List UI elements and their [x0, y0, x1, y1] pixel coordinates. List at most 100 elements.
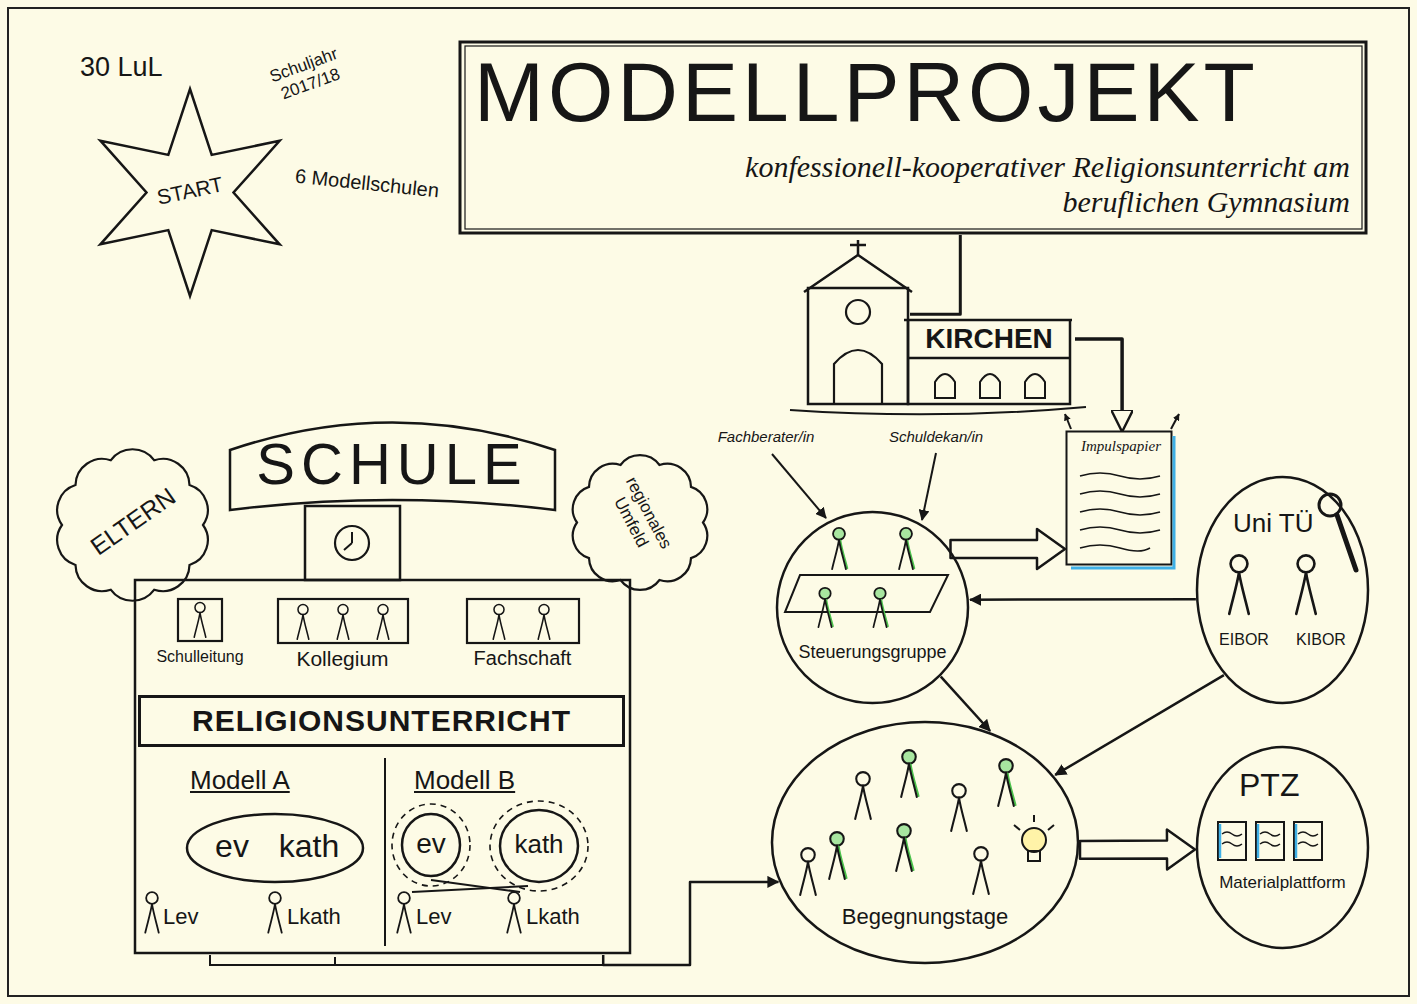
joint-class: evkath	[185, 812, 365, 884]
school-building: SCHULESchulleitungKollegiumFachschaftREL…	[130, 410, 635, 955]
dashed-outline	[490, 801, 588, 891]
document-lines	[1080, 509, 1160, 515]
idea-bulb	[1028, 851, 1040, 861]
connector	[970, 598, 1196, 601]
note-label: Schuldekan/in	[876, 428, 996, 445]
start-star: START	[70, 85, 310, 300]
note-label: 6 Modellschulen	[291, 164, 443, 203]
person-figure	[145, 892, 159, 933]
material-icon	[1218, 822, 1322, 860]
person-figure	[901, 750, 918, 797]
leader-arrow	[772, 454, 826, 518]
document-lines	[1080, 473, 1160, 551]
paper-document: Impulspapier	[1065, 430, 1177, 570]
connector	[1055, 675, 1224, 775]
church-ground	[790, 407, 1086, 414]
document-lines	[1080, 491, 1160, 497]
divider-line	[384, 758, 386, 946]
cross-lines	[412, 886, 528, 892]
ellipse-outline	[187, 814, 363, 882]
person-figure	[297, 605, 309, 640]
person-figure	[538, 605, 550, 640]
school-clock-box	[305, 506, 400, 580]
node-text: MODELLPROJEKT	[474, 44, 1354, 141]
person-figure	[268, 892, 282, 933]
material-icon	[1222, 832, 1242, 846]
person-figure	[800, 848, 816, 895]
node-text: Begegnungstage	[810, 904, 1040, 929]
node-text: Fachschaft	[455, 647, 590, 670]
person-figure	[818, 588, 832, 627]
page-frame	[8, 8, 1409, 996]
note-label: 30 LuL	[80, 52, 190, 83]
material-icon	[1257, 824, 1260, 858]
node-text: kath	[269, 828, 349, 865]
platform-circle: PTZ Materialplattform	[1195, 745, 1370, 950]
node-text: KIRCHEN	[912, 325, 1066, 353]
node-text: START	[148, 171, 231, 211]
bracket-line	[210, 955, 603, 965]
node-text: ELTERN	[75, 475, 191, 569]
box-outline	[278, 599, 408, 643]
group-box: Schulleitung	[145, 598, 255, 674]
person-figure	[507, 892, 521, 933]
group-box: Kollegium	[270, 598, 415, 674]
cloud-outline	[57, 449, 208, 601]
node-text: konfessionell-kooperativer Religionsunte…	[694, 150, 1350, 219]
leader-arrow	[1065, 414, 1071, 429]
church-roof	[804, 255, 912, 292]
person-figure	[1229, 555, 1316, 614]
node-text: Materialplattform	[1205, 873, 1360, 893]
person-figure	[1229, 555, 1249, 614]
node-text: RELIGIONSUNTERRICHT	[138, 704, 625, 739]
cross-lines	[412, 880, 528, 892]
person-figure	[194, 603, 206, 638]
church-window	[846, 300, 870, 324]
node-text: Schulleitung	[145, 648, 255, 666]
class-circle: kath	[498, 808, 580, 884]
person-figure	[832, 528, 847, 569]
title-box: MODELLPROJEKT konfessionell-kooperativer …	[458, 40, 1368, 235]
material-icon	[1295, 824, 1298, 858]
idea-bulb	[1014, 815, 1054, 830]
person-figure	[397, 892, 411, 933]
connector	[1075, 339, 1122, 430]
block-arrow	[951, 529, 1066, 569]
node-text: ev	[205, 828, 259, 865]
person-figure	[800, 750, 1015, 895]
box-outline	[178, 599, 222, 641]
leader-arrow	[922, 453, 936, 520]
idea-bulb	[1022, 828, 1046, 852]
school-banner	[230, 423, 555, 511]
material-icon	[1260, 832, 1280, 846]
node-text: PTZ	[1239, 767, 1319, 804]
ellipse-outline	[772, 722, 1078, 963]
material-icon	[1218, 822, 1246, 860]
table	[785, 575, 948, 612]
connector	[910, 235, 960, 314]
class-circle: ev	[400, 812, 462, 878]
church-windows	[935, 374, 1045, 398]
node-text: Steuerungsgruppe	[785, 642, 960, 663]
note-label: Lkath	[287, 904, 367, 929]
note-label: Lkath	[526, 904, 606, 929]
node-text: Impulspapier	[1069, 438, 1173, 455]
shape-outline	[775, 510, 970, 705]
person-figure	[896, 824, 913, 871]
person-figure	[337, 605, 349, 640]
material-icon	[1294, 822, 1322, 860]
material-icon	[1298, 832, 1318, 846]
dashed-outline	[392, 804, 470, 886]
note-label: Lev	[416, 904, 476, 929]
document-lines	[1080, 473, 1160, 479]
note-label: Lev	[163, 904, 223, 929]
material-icon	[1219, 824, 1222, 858]
idea-bulb	[1014, 815, 1054, 861]
paper-accent	[1071, 436, 1174, 568]
box-outline	[460, 42, 1366, 233]
person-figure	[998, 759, 1015, 806]
note-label: Schuljahr 2017/18	[245, 36, 369, 113]
document-lines	[1080, 527, 1160, 533]
person-figure	[829, 832, 846, 879]
